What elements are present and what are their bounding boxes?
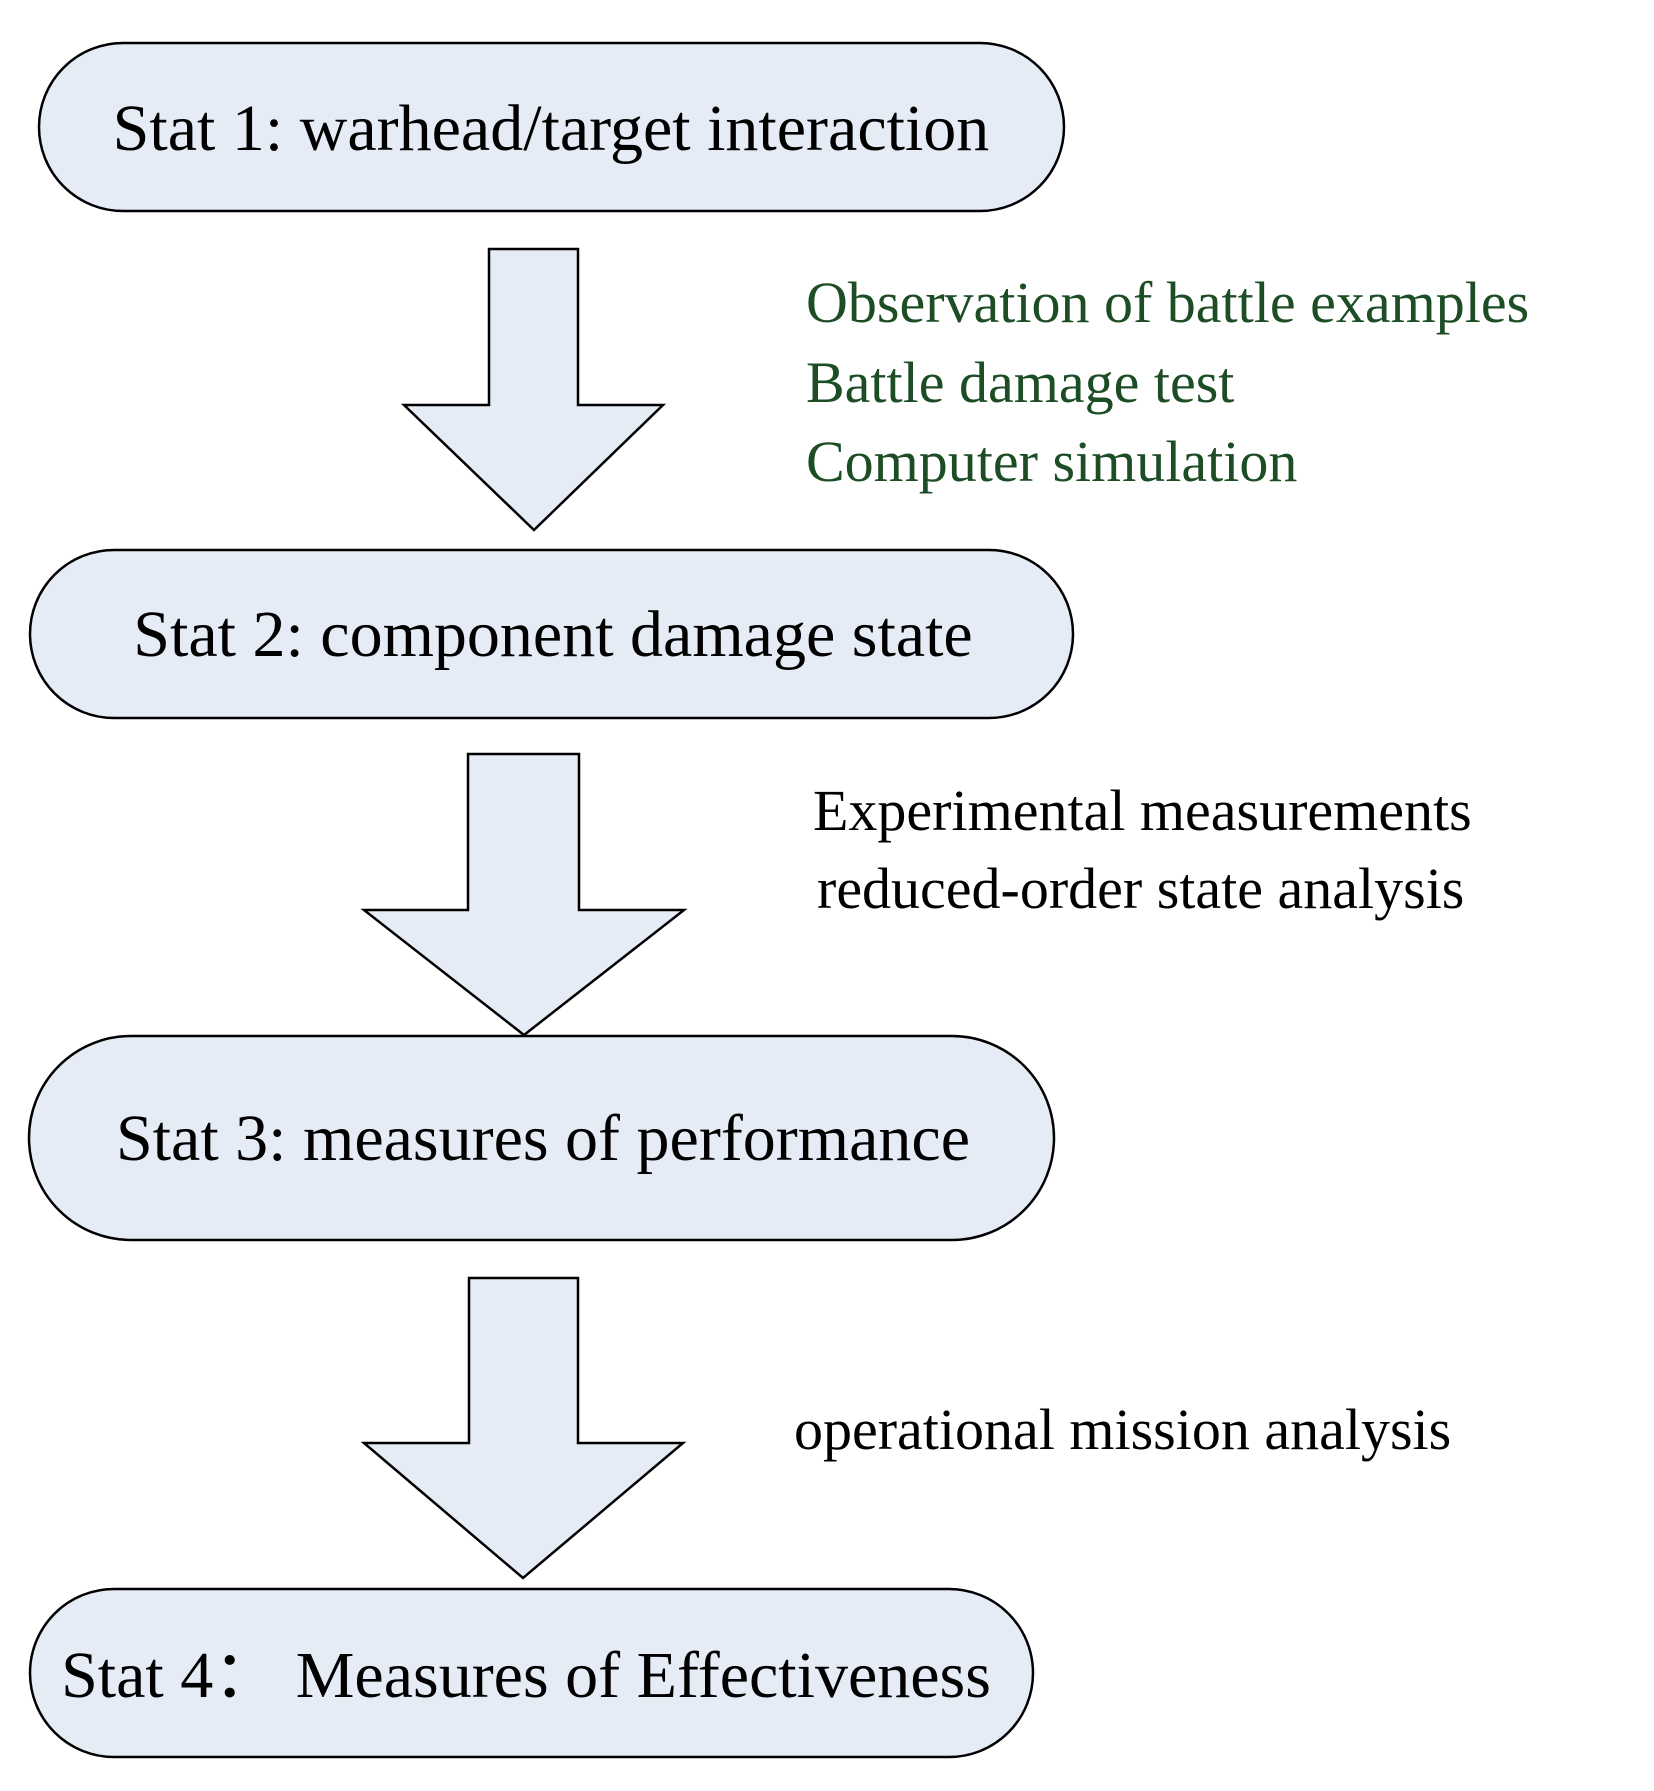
method-computer-simulation: Computer simulation [806,429,1297,494]
method-operational-mission-analysis: operational mission analysis [794,1397,1451,1462]
stage-3-label: Stat 3: measures of performance [116,1102,970,1175]
arrow-3 [360,1276,687,1580]
transition-3-methods: operational mission analysis [794,1397,1451,1462]
method-experimental-measurements: Experimental measurements [813,778,1472,843]
arrow-2 [360,752,688,1037]
stage-3-shape [27,1034,1056,1242]
method-reduced-order-state-analysis: reduced-order state analysis [817,856,1464,921]
method-battle-damage-test: Battle damage test [806,350,1234,415]
arrow-1 [400,247,667,532]
stage-1-label: Stat 1: warhead/target interaction [113,92,990,165]
stage-4-shape [28,1587,1035,1759]
stage-1-box: Stat 1: warhead/target interaction [37,41,1066,213]
stage-4-box: Stat 4： Measures of Effectiveness [28,1587,1035,1759]
stage-2-box: Stat 2: component damage state [28,548,1075,720]
stage-1-shape [37,41,1066,213]
stage-4-label: Stat 4： Measures of Effectiveness [61,1639,991,1712]
transition-1-methods: Observation of battle examples Battle da… [806,270,1529,494]
stage-2-label: Stat 2: component damage state [133,598,972,671]
stage-2-shape [28,548,1075,720]
transition-2-methods: Experimental measurements reduced-order … [813,778,1472,921]
method-observation-battle-examples: Observation of battle examples [806,270,1529,335]
stage-3-box: Stat 3: measures of performance [27,1034,1056,1242]
